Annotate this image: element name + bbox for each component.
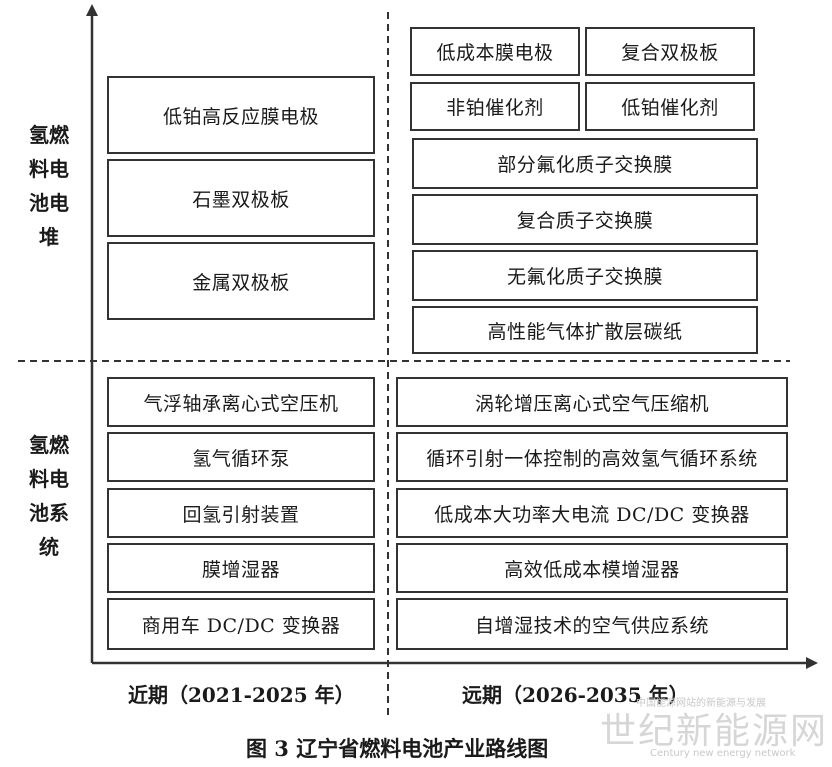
far-system-box-3: 低成本大功率大电流 DC/DC 变换器 [396,488,788,538]
near-system-box-4: 膜增湿器 [107,543,375,593]
near-stack-box-1: 低铂高反应膜电极 [107,76,375,154]
y-label-system: 氢燃 料电 池系 统 [29,433,69,559]
figure-caption: 图 3 辽宁省燃料电池产业路线图 [246,736,549,761]
far-stack-pair-1b: 复合双极板 [585,27,755,76]
near-stack-box-3: 金属双极板 [107,242,375,320]
y-label-stack: 氢燃 料电 池电 堆 [29,123,69,249]
near-period-label: 近期（2021-2025 年） [128,683,355,707]
far-system-box-2: 循环引射一体控制的高效氢气循环系统 [396,432,788,482]
watermark-logo: 世纪新能源网 [600,711,829,752]
watermark-top-text: 中国能源网站的新能源与发展 [636,698,766,709]
far-stack-pair-2b: 低铂催化剂 [585,82,755,131]
watermark-subtitle: Century new energy network [650,748,796,759]
far-system-box-4: 高效低成本模增湿器 [396,543,788,593]
near-stack-box-2: 石墨双极板 [107,159,375,237]
far-system-box-5: 自增湿技术的空气供应系统 [396,598,788,650]
far-stack-box-4: 高性能气体扩散层碳纸 [412,306,758,354]
near-system-box-3: 回氢引射装置 [107,488,375,538]
far-stack-pair-2a: 非铂催化剂 [410,82,580,131]
far-period-label: 远期（2026-2035 年） [462,683,689,707]
far-stack-box-3: 无氟化质子交换膜 [412,250,758,301]
near-system-box-2: 氢气循环泵 [107,432,375,482]
far-stack-box-2: 复合质子交换膜 [412,194,758,245]
near-system-box-1: 气浮轴承离心式空压机 [107,377,375,427]
far-stack-pair-1a: 低成本膜电极 [410,27,580,76]
near-system-box-5: 商用车 DC/DC 变换器 [107,598,375,650]
far-stack-box-1: 部分氟化质子交换膜 [412,138,758,189]
far-system-box-1: 涡轮增压离心式空气压缩机 [396,377,788,427]
